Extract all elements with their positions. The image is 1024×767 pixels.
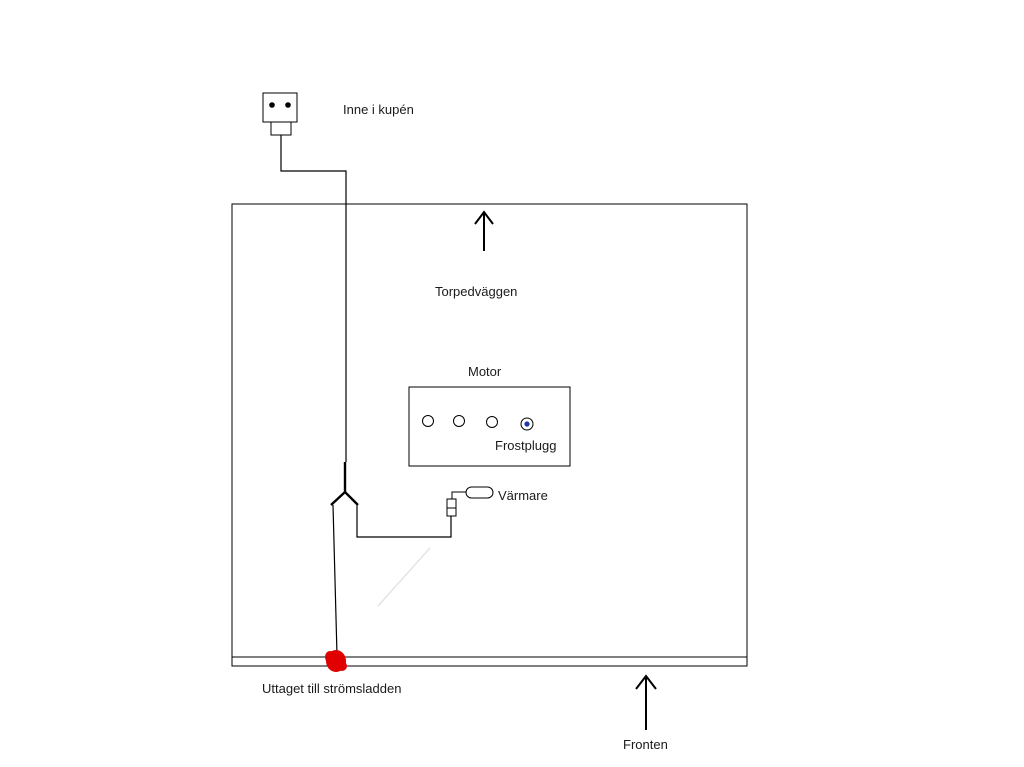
freeze-plug-label: Frostplugg — [495, 438, 556, 453]
firewall-arrow-icon — [474, 210, 494, 251]
cable-splitter-icon — [330, 462, 359, 506]
freeze-plug-heater-location — [520, 417, 534, 431]
engine-bay-outline — [231, 203, 748, 667]
inside-cabin-label: Inne i kupén — [343, 102, 414, 117]
faint-trace — [377, 547, 431, 607]
heater-element-icon — [446, 486, 494, 517]
engine-block — [408, 386, 571, 467]
heater-cable — [356, 503, 452, 538]
outlet-cable — [332, 504, 338, 656]
cabin-socket-icon — [262, 92, 298, 136]
freeze-plug-3 — [486, 416, 498, 428]
outlet-icon — [325, 650, 347, 672]
engine-label: Motor — [468, 364, 502, 379]
outlet-label: Uttaget till strömsladden — [262, 681, 401, 696]
freeze-plug-1 — [422, 415, 434, 427]
firewall-label: Torpedväggen — [435, 284, 517, 299]
cabin-cable — [280, 135, 347, 462]
freeze-plug-2 — [453, 415, 465, 427]
front-label: Fronten — [623, 737, 668, 752]
heater-label: Värmare — [498, 488, 548, 503]
front-arrow-icon — [635, 674, 657, 730]
